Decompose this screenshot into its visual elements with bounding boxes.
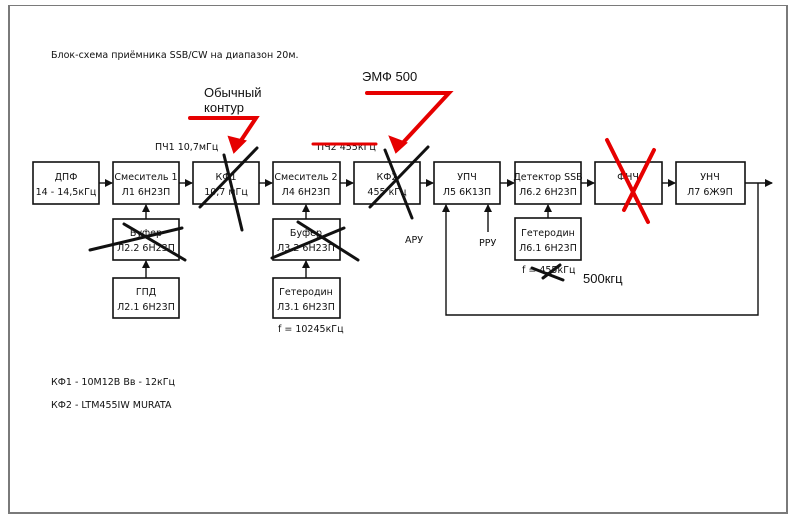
block-dpf-spec: 14 - 14,5кГц (36, 187, 97, 198)
block-detector-spec: Л6.2 6Н23П (519, 187, 577, 198)
cross-kf1 (198, 146, 259, 232)
label-het2-freq: f = 10245кГц (278, 324, 344, 335)
block-gpd-spec: Л2.1 6Н23П (117, 302, 175, 313)
block-upch-spec: Л5 6К13П (443, 187, 491, 198)
block-kf1-spec: 10,7 мГц (204, 187, 248, 198)
note-kf1: КФ1 - 10М12В Вв - 12кГц (51, 377, 176, 388)
block-gpd-name: ГПД (136, 287, 156, 298)
block-heterodyne2-spec: Л3.1 6Н23П (277, 302, 335, 313)
block-dpf: ДПФ 14 - 14,5кГц (32, 161, 100, 205)
annotation-500khz: 500кгц (583, 271, 623, 286)
block-mixer1-name: Смеситель 1 (114, 172, 177, 183)
label-het3-freq: f = 455кГц (522, 265, 576, 276)
diagram-title: Блок-схема приёмника SSB/CW на диапазон … (51, 50, 299, 61)
label-agc: АРУ (405, 235, 423, 246)
block-mixer2: Смеситель 2 Л4 6Н23П (272, 161, 341, 205)
agc-feedback-loop (442, 183, 759, 316)
red-arrow-kf1 (188, 116, 260, 154)
red-arrow-kf2 (365, 91, 454, 154)
block-buffer2-spec: Л3.2 6Н23П (277, 243, 335, 254)
annotation-emf: ЭМФ 500 (362, 69, 417, 84)
red-cross-fnch (605, 138, 656, 224)
block-unch: УНЧ Л7 6Ж9П (675, 161, 746, 205)
cross-buffer2 (270, 220, 360, 262)
block-heterodyne2: Гетеродин Л3.1 6Н23П (272, 277, 341, 319)
block-kf2: КФ2 455 кГц (353, 161, 421, 205)
block-heterodyne3-spec: Л6.1 6Н23П (519, 243, 577, 254)
block-heterodyne3-name: Гетеродин (521, 228, 575, 239)
block-heterodyne3: Гетеродин Л6.1 6Н23П (514, 217, 582, 261)
block-kf2-name: КФ2 (377, 172, 398, 183)
block-unch-name: УНЧ (700, 172, 719, 183)
block-mixer1-spec: Л1 6Н23П (122, 187, 171, 198)
label-manual-gain: РРУ (479, 238, 496, 249)
block-mixer2-name: Смеситель 2 (274, 172, 337, 183)
note-kf2: КФ2 - LTM455IW MURATA (51, 400, 172, 411)
block-unch-spec: Л7 6Ж9П (687, 187, 733, 198)
annotation-normal-circuit-line1: Обычный (204, 85, 261, 100)
label-if2: ПЧ2 455кГц (317, 142, 376, 153)
block-buffer1-spec: Л2.2 6Н23П (117, 243, 175, 254)
block-buffer1-name: Буфер (130, 228, 162, 239)
cross-buffer1 (88, 222, 187, 262)
block-heterodyne2-name: Гетеродин (279, 287, 333, 298)
cross-het3-freq (530, 263, 565, 282)
label-if1: ПЧ1 10,7мГц (155, 142, 219, 153)
annotation-normal-circuit-line2: контур (204, 100, 244, 115)
block-detector-name: Детектор SSB (513, 172, 582, 183)
block-detector: Детектор SSB Л6.2 6Н23П (513, 161, 583, 205)
block-kf1-name: КФ1 (216, 172, 237, 183)
block-upch: УПЧ Л5 6К13П (433, 161, 501, 205)
block-buffer2-name: Буфер (290, 228, 322, 239)
block-upch-name: УПЧ (457, 172, 476, 183)
block-fnch-name: ФНЧ (617, 172, 639, 183)
cross-kf2 (368, 145, 430, 220)
block-mixer1: Смеситель 1 Л1 6Н23П (112, 161, 180, 205)
block-kf2-spec: 455 кГц (367, 187, 407, 198)
block-gpd: ГПД Л2.1 6Н23П (112, 277, 180, 319)
connections (99, 179, 773, 316)
block-mixer2-spec: Л4 6Н23П (282, 187, 331, 198)
block-dpf-name: ДПФ (55, 172, 78, 183)
block-buffer1: Буфер Л2.2 6Н23П (112, 218, 180, 261)
